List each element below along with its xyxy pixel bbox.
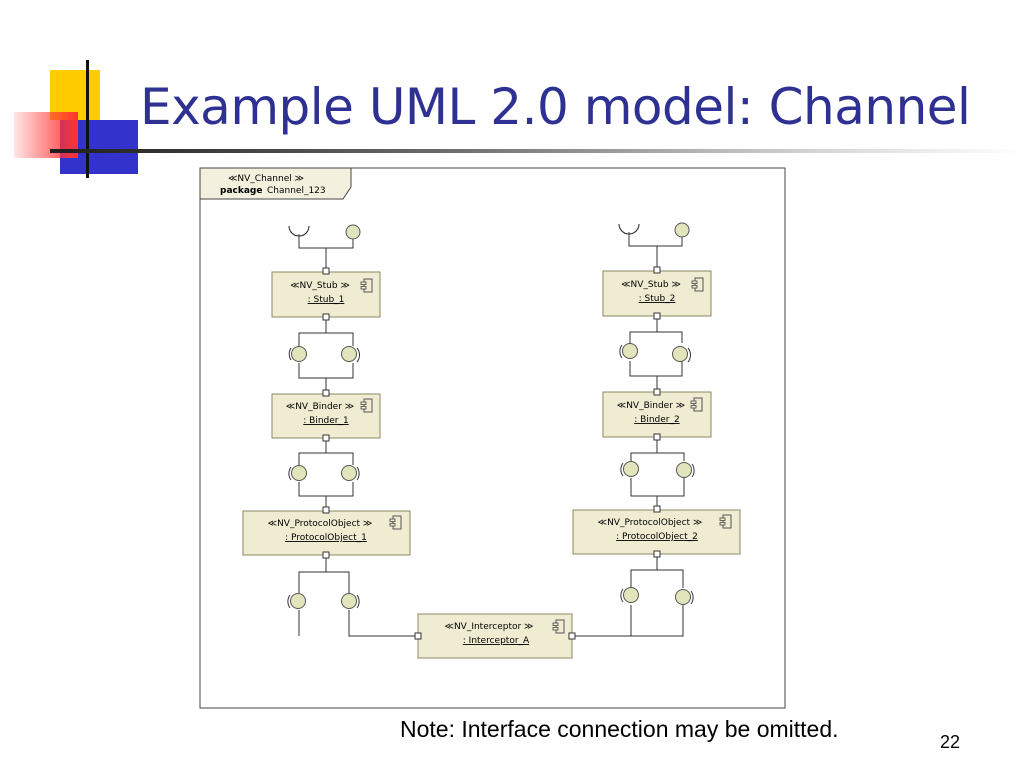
required-interfaces [288,223,640,237]
port-square [653,388,661,396]
port-square [653,550,661,558]
port-square [653,266,661,274]
svg-text:≪NV_Binder ≫: ≪NV_Binder ≫ [617,401,685,411]
svg-text:≪NV_Binder ≫: ≪NV_Binder ≫ [286,402,354,412]
provided-interface-lollipop [676,462,692,478]
provided-interface-lollipop [623,587,639,603]
page-number: 22 [940,732,961,752]
logo-vertical-line [86,60,89,178]
port-square [322,434,330,442]
port-square [322,389,330,397]
port-square [322,313,330,321]
provided-interface-lollipop [341,465,357,481]
logo-yellow-square [50,70,100,120]
component-binder-2[interactable]: ≪NV_Binder ≫ : Binder_2 [602,391,712,438]
provided-interface-lollipop [290,593,306,609]
port-square [568,632,576,640]
required-interface-socket [288,225,310,237]
provided-interface-lollipop [674,222,690,238]
component-name: : Stub_1 [308,295,345,305]
connectors [298,232,685,637]
provided-interface-lollipop [623,461,639,477]
ports [322,266,661,640]
interface-socket-arcs [287,344,695,609]
component-name: : Stub_2 [639,294,676,304]
package-stereotype: ≪NV_Channel ≫ [228,174,304,184]
stereotype-label: NV_ProtocolObject [607,518,690,528]
component-stub-1[interactable]: ≪NV_Stub ≫ : Stub_1 [271,271,381,318]
provided-interface-lollipop [675,589,691,605]
component-name: : ProtocolObject_1 [285,533,367,543]
provided-interface-lollipop [672,346,688,362]
svg-text:≪NV_ProtocolObject ≫: ≪NV_ProtocolObject ≫ [598,518,703,528]
provided-interface-lollipop [291,465,307,481]
component-name: : Binder_2 [634,415,679,425]
port-square [653,505,661,513]
package-keyword: package [220,186,262,196]
port-square [414,632,422,640]
component-stub-2[interactable]: ≪NV_Stub ≫ : Stub_2 [602,270,712,317]
stereotype-label: NV_Binder [626,401,673,411]
port-square [322,506,330,514]
svg-text:≪NV_Interceptor ≫: ≪NV_Interceptor ≫ [445,622,534,632]
required-interface-socket [618,223,640,235]
provided-interface-lollipop [291,346,307,362]
slide-title: Example UML 2.0 model: Channel [140,78,971,136]
stereotype-label: NV_Interceptor [454,622,522,632]
component-binder-1[interactable]: ≪NV_Binder ≫ : Binder_1 [271,393,381,439]
svg-text:≪NV_Stub ≫: ≪NV_Stub ≫ [290,281,350,291]
title-divider [50,149,1024,153]
stereotype-label: NV_Stub [300,281,338,291]
svg-text:≪NV_ProtocolObject ≫: ≪NV_ProtocolObject ≫ [268,519,373,529]
stereotype-label: NV_Stub [631,280,669,290]
provided-interface-lollipop [622,343,638,359]
port-square [653,433,661,441]
stereotype-label: NV_ProtocolObject [277,519,360,529]
svg-text:≪NV_Stub ≫: ≪NV_Stub ≫ [621,280,681,290]
component-interceptor-a[interactable]: ≪NV_Interceptor ≫ : Interceptor_A [417,613,573,659]
port-square [322,267,330,275]
component-name: : ProtocolObject_2 [616,532,698,542]
component-protocol-object-1[interactable]: ≪NV_ProtocolObject ≫ : ProtocolObject_1 [242,510,411,556]
component-protocol-object-2[interactable]: ≪NV_ProtocolObject ≫ : ProtocolObject_2 [572,509,741,555]
port-square [653,312,661,320]
provided-interfaces [290,222,692,609]
slide-note: Note: Interface connection may be omitte… [400,716,839,742]
stereotype-label: NV_Binder [295,402,342,412]
provided-interface-lollipop [345,224,361,240]
package-tab [199,167,352,200]
provided-interface-lollipop [341,593,357,609]
package-name: Channel_123 [267,186,326,196]
component-name: : Interceptor_A [463,636,530,646]
port-square [322,551,330,559]
component-name: : Binder_1 [303,416,348,426]
provided-interface-lollipop [341,346,357,362]
